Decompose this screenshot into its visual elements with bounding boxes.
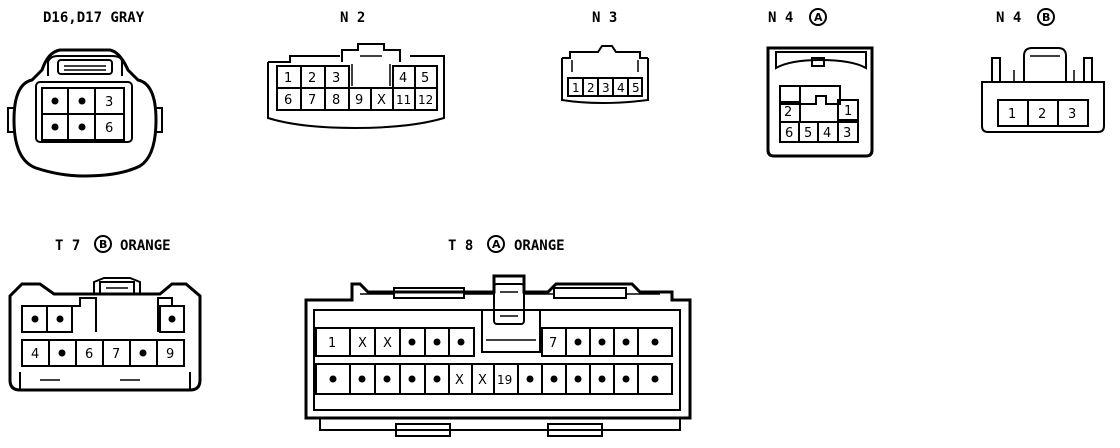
badge-circle-icon — [809, 8, 827, 26]
pin-label: 9 — [166, 347, 174, 362]
pin-label: 1 — [328, 336, 336, 351]
pin-label: 5 — [632, 81, 640, 95]
pin-empty-dot — [574, 338, 582, 346]
connector-n4a-badge: A — [814, 11, 823, 24]
pin-label: 6 — [284, 93, 292, 108]
pin-empty-dot — [58, 349, 66, 357]
pin-empty-dot — [51, 97, 59, 105]
pin-label: X — [478, 373, 487, 388]
pin-empty-dot — [51, 123, 59, 131]
pin-label: X — [377, 93, 386, 108]
pin-label: 4 — [823, 126, 831, 141]
pin-empty-dot — [78, 123, 86, 131]
connector-t8a-badge: A — [492, 238, 501, 251]
pin-empty-dot — [622, 375, 630, 383]
pin-empty-dot — [526, 375, 534, 383]
pin-empty-dot — [651, 338, 659, 346]
pin-label: 2 — [587, 81, 595, 95]
connector-t7b-label-suffix: ORANGE — [120, 238, 171, 254]
pin-label: 1 — [844, 104, 852, 119]
pin-label: X — [383, 336, 392, 351]
pin-label: 2 — [784, 105, 792, 120]
pin-label: 5 — [804, 126, 812, 141]
connector-t8a: T 8 A ORANGE 1 X X — [304, 235, 692, 437]
pin-label: 8 — [332, 93, 340, 108]
badge-circle-icon — [1037, 8, 1055, 26]
badge-circle-icon — [487, 235, 505, 253]
pin-empty-dot — [56, 315, 64, 323]
pin-empty-dot — [358, 375, 366, 383]
pin-label: 3 — [105, 95, 113, 110]
pin-empty-dot — [457, 338, 465, 346]
pin-empty-dot — [550, 375, 558, 383]
pin-empty-dot — [139, 349, 147, 357]
pin-label: 7 — [549, 336, 557, 351]
connector-n2-label: N 2 — [340, 10, 365, 26]
connector-d16-d17-label: D16,D17 GRAY — [43, 10, 145, 26]
pin-label: 2 — [308, 71, 316, 86]
pin-label: 4 — [399, 71, 407, 86]
badge-circle-icon — [94, 235, 112, 253]
pin-label: 1 — [284, 71, 292, 86]
pin-label: 6 — [85, 347, 93, 362]
pin-label: 3 — [1068, 107, 1076, 122]
connector-t7b-badge: B — [99, 238, 107, 251]
connector-n2: N 2 1 2 3 4 5 6 7 8 9 X 11 12 — [267, 10, 445, 130]
connector-n4a: N 4 A 2 1 6 5 4 3 — [766, 8, 874, 158]
pin-empty-dot — [433, 338, 441, 346]
pin-label: X — [358, 336, 367, 351]
pin-label: 3 — [602, 81, 610, 95]
pin-empty-dot — [31, 315, 39, 323]
pin-empty-dot — [574, 375, 582, 383]
pin-empty-dot — [78, 97, 86, 105]
connector-t8a-label-suffix: ORANGE — [514, 238, 565, 254]
pin-label: 12 — [418, 93, 433, 107]
pin-label: 19 — [497, 373, 512, 387]
pin-empty-dot — [598, 338, 606, 346]
pin-label: 3 — [843, 126, 851, 141]
pin-empty-dot — [408, 338, 416, 346]
pin-empty-dot — [651, 375, 659, 383]
pin-label: 2 — [1038, 107, 1046, 122]
connector-n4b: N 4 B 1 2 3 — [981, 8, 1105, 133]
connector-t8a-label-prefix: T 8 — [448, 238, 473, 254]
pin-label: 1 — [1008, 107, 1016, 122]
pin-label: 6 — [105, 121, 113, 136]
pin-label: 9 — [355, 93, 363, 108]
pin-label: 1 — [572, 81, 580, 95]
pin-label: X — [455, 373, 464, 388]
pin-label: 6 — [785, 126, 793, 141]
pin-label: 3 — [332, 71, 340, 86]
pin-label: 4 — [617, 81, 625, 95]
pin-label: 5 — [421, 71, 429, 86]
pin-empty-dot — [168, 315, 176, 323]
pin-label: 7 — [308, 93, 316, 108]
pin-empty-dot — [433, 375, 441, 383]
pin-empty-dot — [329, 375, 337, 383]
pin-empty-dot — [598, 375, 606, 383]
connector-n4b-badge: B — [1042, 11, 1050, 24]
connector-n3: N 3 1 2 3 4 5 — [561, 10, 649, 104]
connector-n4a-label: N 4 — [768, 10, 793, 26]
pin-empty-dot — [408, 375, 416, 383]
pin-label: 7 — [112, 347, 120, 362]
connector-n4b-label: N 4 — [996, 10, 1021, 26]
connector-t7b-label-prefix: T 7 — [55, 238, 80, 254]
pin-label: 4 — [31, 347, 39, 362]
connector-d16-d17: D16,D17 GRAY 3 6 — [7, 10, 163, 178]
connector-t7b: T 7 B ORANGE 4 6 7 9 — [8, 235, 202, 392]
pin-empty-dot — [622, 338, 630, 346]
pin-empty-dot — [383, 375, 391, 383]
pin-label: 11 — [396, 93, 411, 107]
connector-n3-label: N 3 — [592, 10, 617, 26]
